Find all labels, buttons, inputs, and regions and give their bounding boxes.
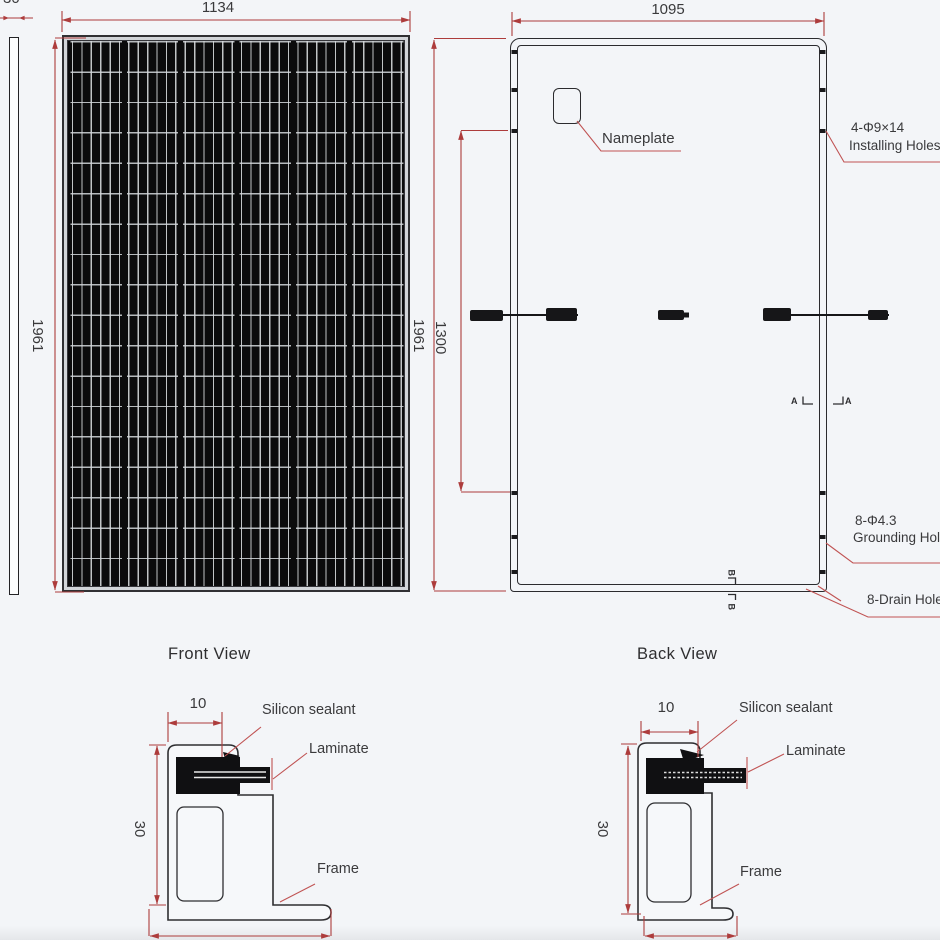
- cs-front-height-label: 30: [131, 820, 148, 838]
- laminate-bar: [188, 767, 270, 783]
- back-view-dimensions: [431, 12, 825, 592]
- side-view-bar: [9, 37, 19, 595]
- back-height-ext-lines: [434, 37, 506, 592]
- thickness-arrow-left: [3, 15, 9, 21]
- cross-front-dims: [148, 712, 332, 939]
- frame-leader: [279, 883, 316, 903]
- left-bar-cap1: [470, 310, 503, 321]
- drain-holes-label: 8-Drain Hole: [867, 592, 940, 607]
- back-view-caption: Back View: [637, 645, 718, 663]
- section-a-left-bracket: [802, 396, 813, 405]
- nameplate-box: [553, 88, 581, 124]
- back-width-label: 1095: [651, 1, 685, 18]
- front-width-label: 1134: [201, 0, 235, 16]
- back-view-leaders: [576, 120, 940, 618]
- drain-holes-leader2: [817, 585, 842, 602]
- sealant-blob: [680, 749, 704, 762]
- section-b-bottom-bracket: [728, 593, 737, 600]
- section-a-right-label: A: [845, 396, 852, 406]
- front-thickness-label: 30: [3, 0, 20, 8]
- front-view-dimensions: [0, 11, 411, 593]
- laminate-layers: [664, 771, 742, 779]
- drain-holes-leader: [805, 588, 940, 618]
- sealant-leader: [224, 726, 262, 757]
- right-bar-cap1: [763, 308, 791, 321]
- front-height-label: 1961: [29, 319, 46, 353]
- front-width-ext-lines: [61, 11, 411, 32]
- cross-section-front-profile: [148, 712, 332, 939]
- installing-holes-label-line1: 4-Φ9×14: [851, 120, 905, 135]
- cross-front-leaders: [224, 726, 316, 903]
- cs-back-frame-label: Frame: [740, 864, 782, 880]
- cs-back-height-label: 30: [594, 820, 611, 838]
- section-b-bottom-label: B: [727, 604, 737, 611]
- cs-back-sealant-label: Silicon sealant: [739, 700, 833, 716]
- nameplate-leader: [576, 120, 681, 152]
- middle-connector-tip: [683, 312, 689, 318]
- middle-connector: [658, 310, 684, 320]
- cross-back-leaders: [696, 719, 785, 906]
- cs-front-laminate-label: Laminate: [309, 741, 369, 757]
- back-width-ext-lines: [511, 12, 825, 36]
- right-bar-cap2: [868, 310, 888, 320]
- grounding-holes-leader: [825, 542, 940, 564]
- section-b-top-bracket: [728, 577, 737, 585]
- installing-holes-leader: [825, 130, 940, 163]
- frame-cavity: [646, 802, 692, 903]
- cs-back-laminate-label: Laminate: [786, 743, 846, 759]
- front-view-panel: [62, 35, 410, 592]
- section-a-left-label: A: [791, 396, 798, 406]
- mount-pitch-ext-lines: [461, 129, 510, 493]
- cs-front-top-width-label: 10: [189, 695, 207, 712]
- section-markers: A A B B: [727, 396, 853, 611]
- cs-front-sealant-label: Silicon sealant: [262, 702, 356, 718]
- mount-pitch-label: 1300: [432, 321, 449, 355]
- frame-leader: [699, 883, 740, 906]
- cs-back-top-width-label: 10: [657, 699, 675, 716]
- front-view-caption: Front View: [168, 645, 251, 663]
- solar-cells-pattern: [67, 40, 405, 587]
- mounting-bars: [470, 308, 889, 321]
- laminate-leader: [746, 753, 785, 789]
- grounding-holes-label-line2: Grounding Hole: [853, 530, 940, 545]
- frame-hole-ticks: [511, 50, 826, 574]
- cs-front-frame-label: Frame: [317, 861, 359, 877]
- grounding-holes-label-line1: 8-Φ4.3: [855, 513, 897, 528]
- section-a-right-bracket: [833, 396, 844, 405]
- left-bar-cap2: [546, 308, 577, 321]
- installing-holes-label-line2: Installing Holes: [849, 138, 940, 153]
- laminate-leader: [271, 752, 308, 790]
- back-view-features: A A B B: [470, 50, 889, 611]
- sealant-leader: [696, 719, 738, 753]
- laminate-layers: [194, 771, 266, 779]
- nameplate-label: Nameplate: [602, 130, 675, 147]
- back-height-label: 1961: [410, 319, 427, 353]
- cross-section-back-profile: [621, 719, 785, 939]
- cross-back-dims: [621, 721, 738, 939]
- thickness-arrow-right: [19, 15, 25, 21]
- front-height-ext-lines: [55, 37, 86, 593]
- section-b-top-label: B: [727, 570, 737, 577]
- laminate-bar: [658, 768, 746, 783]
- frame-cavity: [176, 806, 224, 902]
